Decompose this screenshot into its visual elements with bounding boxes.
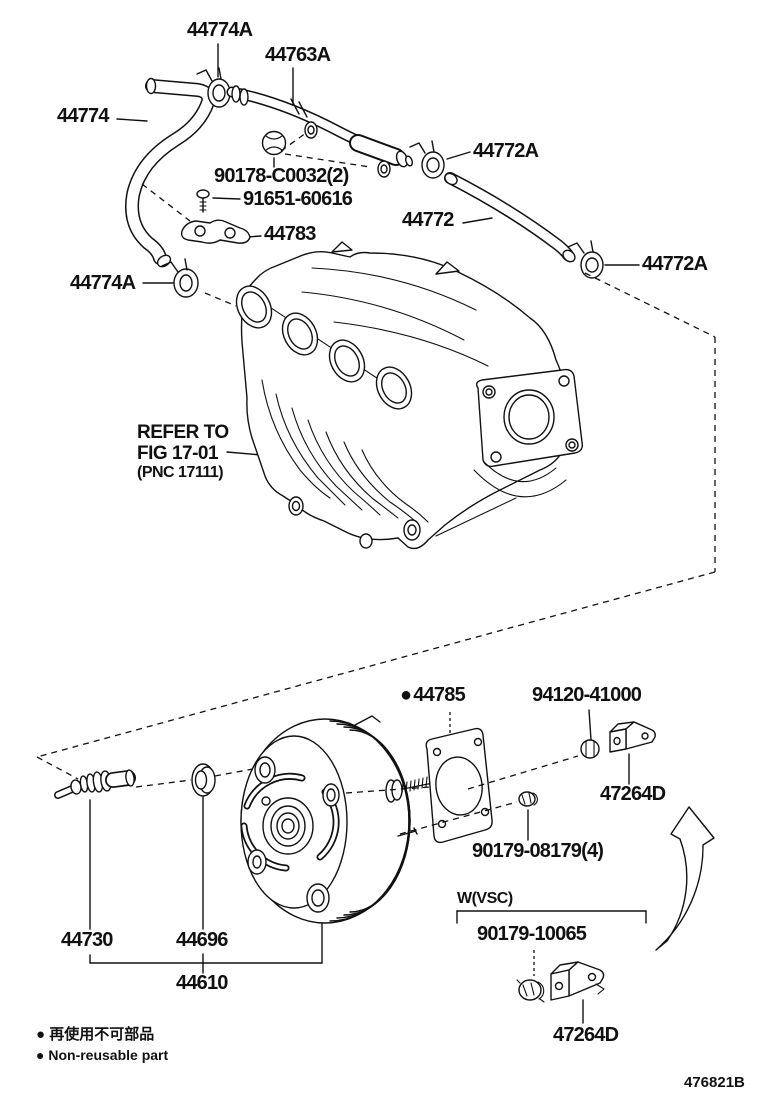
- check-valve-44730-drawing: [54, 769, 136, 799]
- callout-90179-08179: 90179-08179(4): [472, 840, 604, 862]
- legend-bullet-icon: ●: [36, 1047, 45, 1063]
- gasket-44785-drawing: [425, 727, 493, 844]
- non-reusable-mark: ●: [400, 684, 412, 706]
- callout-44696: 44696: [176, 929, 228, 951]
- brake-booster-drawing: [240, 715, 438, 924]
- grommet-90178-drawing: [261, 130, 287, 156]
- nut-90179-10065-drawing: [516, 979, 545, 1003]
- callout-44610: 44610: [176, 972, 228, 994]
- legend-text-ja: 再使用不可部品: [49, 1026, 155, 1043]
- refer-note-line2: FIG 17-01: [137, 443, 219, 464]
- callout-44785-number: 44785: [413, 684, 465, 706]
- dotted-leaders: [449, 712, 535, 976]
- callout-44772: 44772: [402, 209, 454, 231]
- hose-44772-drawing: [444, 172, 576, 263]
- refer-note-line1: REFER TO: [137, 422, 229, 443]
- clamp-44772a-upper-drawing: [409, 140, 445, 179]
- legend-text-en: Non-reusable part: [48, 1047, 169, 1063]
- refer-note-line3: (PNC 17111): [137, 464, 224, 481]
- pipe-44763a-drawing: [226, 85, 413, 178]
- clamp-44772a-lower-drawing: [567, 240, 604, 279]
- assembly-dashed-lines: [36, 132, 716, 835]
- legend-row-en: ● Non-reusable part: [36, 1048, 168, 1063]
- clamp-94120-drawing: [580, 739, 600, 759]
- leader-lines: [89, 43, 647, 1024]
- clamp-44774a-top-drawing: [196, 67, 231, 108]
- bracket-47264d-top-drawing: [609, 721, 656, 753]
- callout-44785: ●44785: [400, 684, 466, 706]
- vsc-note: W(VSC): [457, 890, 513, 907]
- bracket-44783-drawing: [180, 219, 251, 244]
- callout-44772a-upper: 44772A: [473, 140, 539, 162]
- callout-44774: 44774: [57, 105, 109, 127]
- vsc-bracket-line: [456, 910, 647, 924]
- grommet-44696-drawing: [191, 763, 216, 797]
- refer-note: REFER TO FIG 17-01 (PNC 17111): [137, 422, 229, 482]
- figure-code: 476821B: [684, 1074, 745, 1091]
- callout-44763a: 44763A: [265, 44, 331, 66]
- legend-bullet-icon: ●: [36, 1026, 46, 1043]
- intake-manifold-drawing: [235, 241, 584, 550]
- callout-44774a-top: 44774A: [187, 19, 253, 41]
- callout-44730: 44730: [61, 929, 113, 951]
- clamp-44774a-lower-drawing: [161, 258, 199, 298]
- callout-47264d-top: 47264D: [600, 783, 666, 805]
- nut-90179-08179-drawing: [518, 791, 538, 807]
- bracket-47264d-bottom-drawing: [550, 961, 605, 1001]
- callout-90179-10065: 90179-10065: [477, 923, 587, 945]
- callout-44783: 44783: [264, 223, 316, 245]
- callout-47264d-bottom: 47264D: [553, 1024, 619, 1046]
- callout-91651-60616: 91651-60616: [243, 188, 353, 210]
- screw-91651-drawing: [196, 189, 210, 213]
- direction-arrow: [655, 806, 715, 951]
- callout-90178-c0032: 90178-C0032(2): [214, 165, 349, 187]
- callout-94120-41000: 94120-41000: [532, 684, 642, 706]
- callout-44774a-lower: 44774A: [70, 272, 136, 294]
- legend-row-ja: ● 再使用不可部品: [36, 1027, 154, 1043]
- callout-44772a-lower: 44772A: [642, 253, 708, 275]
